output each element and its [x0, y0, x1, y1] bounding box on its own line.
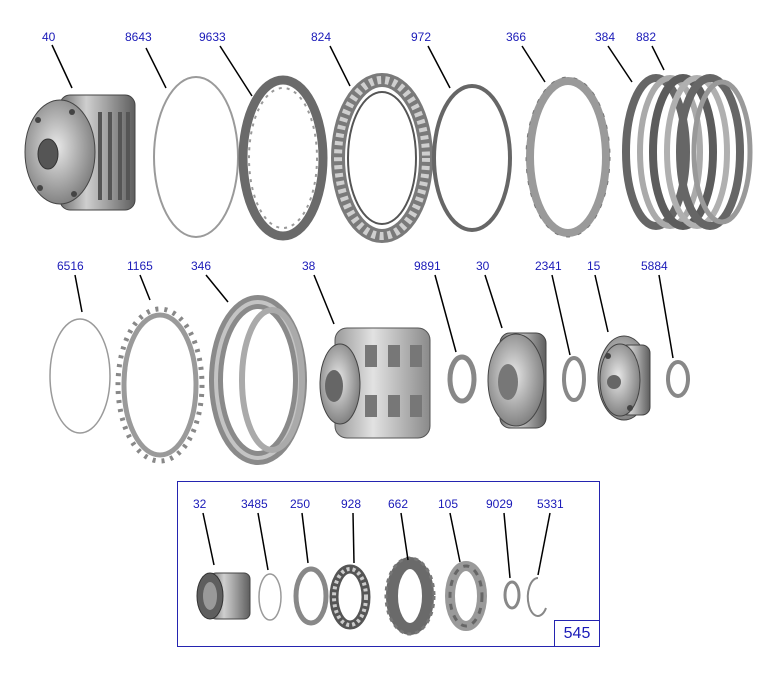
callout-384[interactable]: 384	[595, 30, 616, 44]
callout-38[interactable]: 38	[302, 259, 316, 273]
callout-366[interactable]: 366	[506, 30, 527, 44]
callout-250[interactable]: 250	[290, 497, 311, 511]
leader-lines	[51, 44, 674, 579]
part-384-882-plate-pack[interactable]	[622, 74, 753, 230]
part-346-drum-ring[interactable]	[209, 295, 307, 465]
part-9633-plate[interactable]	[238, 75, 328, 241]
callout-824[interactable]: 824	[311, 30, 332, 44]
part-40-drum[interactable]	[24, 94, 136, 211]
callout-5331[interactable]: 5331	[537, 497, 564, 511]
callout-9633[interactable]: 9633	[199, 30, 226, 44]
kit-box	[177, 481, 600, 647]
part-1165-hub-ring[interactable]	[115, 306, 205, 464]
callout-40[interactable]: 40	[42, 30, 56, 44]
callout-2341[interactable]: 2341	[535, 259, 562, 273]
part-8643-snap-ring[interactable]	[153, 76, 239, 238]
callout-8643[interactable]: 8643	[125, 30, 152, 44]
callout-32[interactable]: 32	[193, 497, 207, 511]
callout-30[interactable]: 30	[476, 259, 490, 273]
part-6516-snap-ring[interactable]	[49, 318, 111, 434]
part-2341-washer[interactable]	[562, 356, 586, 402]
callout-972[interactable]: 972	[411, 30, 432, 44]
part-30-hub[interactable]	[487, 332, 547, 429]
part-15-carrier[interactable]	[597, 335, 651, 421]
part-250-washer[interactable]	[293, 566, 329, 626]
callout-5884[interactable]: 5884	[641, 259, 668, 273]
part-972-ring[interactable]	[432, 84, 512, 232]
callout-15[interactable]: 15	[587, 259, 601, 273]
part-5331-snap-ring[interactable]	[526, 576, 547, 617]
part-662-gear-ring[interactable]	[384, 556, 436, 636]
part-366-steel-plate[interactable]	[525, 76, 611, 238]
part-38-drum[interactable]	[319, 327, 431, 439]
part-105-race[interactable]	[445, 561, 487, 631]
callout-105[interactable]: 105	[438, 497, 459, 511]
kit-number-badge: 545	[554, 620, 600, 647]
callout-9029[interactable]: 9029	[486, 497, 513, 511]
part-32-sleeve[interactable]	[196, 572, 251, 620]
callout-6516[interactable]: 6516	[57, 259, 84, 273]
callout-882[interactable]: 882	[636, 30, 657, 44]
callout-3485[interactable]: 3485	[241, 497, 268, 511]
part-824-roller-clutch[interactable]	[331, 73, 433, 243]
part-928-bearing[interactable]	[329, 564, 371, 630]
part-9891-washer[interactable]	[447, 354, 477, 404]
part-5884-washer[interactable]	[666, 360, 690, 398]
callout-662[interactable]: 662	[388, 497, 409, 511]
callout-928[interactable]: 928	[341, 497, 362, 511]
callout-9891[interactable]: 9891	[414, 259, 441, 273]
part-9029-washer[interactable]	[503, 580, 521, 610]
part-3485-ring[interactable]	[258, 573, 282, 621]
callout-1165[interactable]: 1165	[127, 259, 153, 273]
callout-346[interactable]: 346	[191, 259, 212, 273]
